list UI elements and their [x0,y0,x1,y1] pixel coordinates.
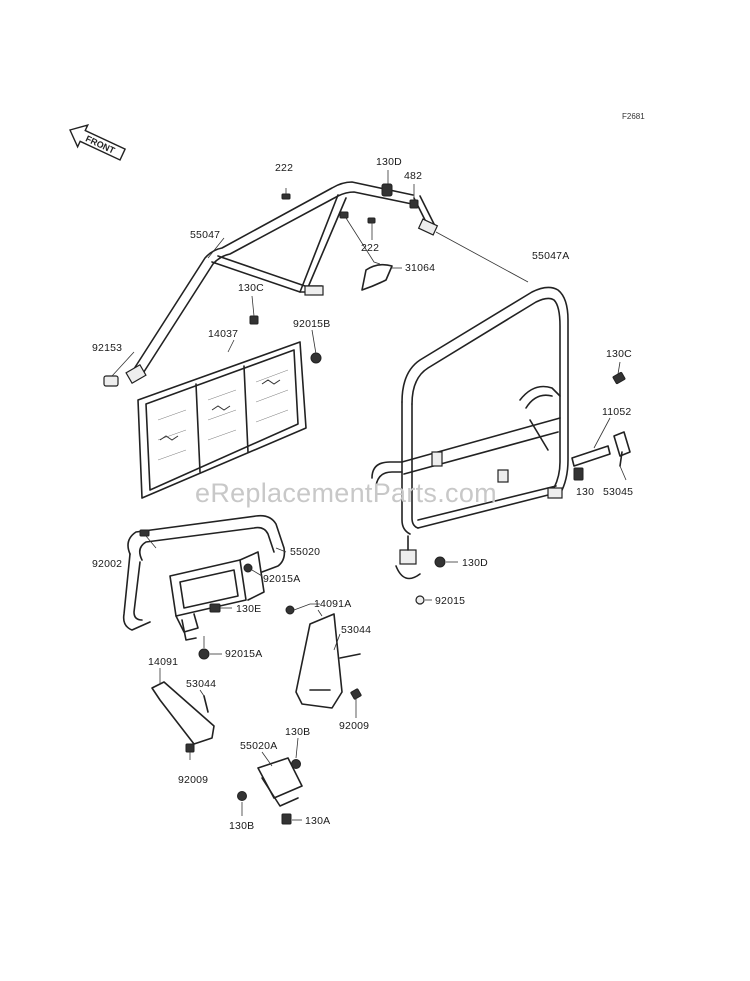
callout-130-right: 130 [576,486,595,498]
guard-plate-14091A [295,613,343,709]
callout-130E: 130E [236,603,262,615]
callout-130A: 130A [305,815,331,827]
callout-31064: 31064 [405,262,436,274]
nut-130E-side [285,605,295,615]
bracket-11052 [571,445,611,467]
callout-222-top: 222 [275,162,294,174]
callout-11052: 11052 [602,406,632,418]
bolt-130C-left [249,315,259,325]
callout-130B-upper: 130B [285,726,311,738]
callout-14037: 14037 [208,328,239,340]
bracket-55020A [257,757,303,807]
callout-92009-right: 92009 [339,720,370,732]
callout-53044-right: 53044 [341,624,372,636]
watermark: eReplacementParts.com [195,478,497,508]
callout-92015A-mid: 92015A [263,573,301,585]
callout-53045: 53045 [603,486,634,498]
bolt-92002 [139,529,150,537]
bumper-55020 [122,514,286,641]
bolt-53044-right [339,653,361,659]
callout-482: 482 [404,170,423,182]
callout-130C-right: 130C [606,348,632,360]
guard-plate-14091 [151,681,215,745]
washer-92015 [415,595,425,605]
callout-92015B: 92015B [293,318,331,330]
callout-92015: 92015 [435,595,466,607]
callout-130C-left: 130C [238,282,264,294]
roll-cage-55047A [371,286,569,580]
bolt-92153 [103,375,119,387]
bolt-53044-left [203,695,209,713]
diagram-id: F2681 [622,112,645,121]
callout-130D-mid: 130D [462,557,488,569]
callout-130B-lower: 130B [229,820,255,832]
fastener-222-top [281,193,291,200]
callout-55020A: 55020A [240,740,278,752]
fastener-130D-top [381,183,393,197]
callout-55047: 55047 [190,229,221,241]
strap-31064 [361,263,393,291]
latch-53045 [613,431,631,467]
bolt-130E [209,603,221,613]
callout-92009-left: 92009 [178,774,209,786]
bolt-130A [281,813,292,825]
nut-130B-lower [237,791,247,801]
bolt-130C-right [612,371,626,385]
screw-92009-left [185,743,195,753]
fastener-482 [409,199,419,209]
bolt-130-right [573,467,584,481]
roll-bar-55047 [125,181,439,385]
callout-92002: 92002 [92,558,123,570]
nut-130B-upper [291,759,301,769]
callout-14091A: 14091A [314,598,352,610]
callout-92015A-low: 92015A [225,648,263,660]
callout-92153: 92153 [92,342,123,354]
callout-14091: 14091 [148,656,179,668]
nut-92015A-mid [243,563,253,573]
screw-92009-right [350,688,362,700]
net-14037 [137,341,307,499]
callout-55020: 55020 [290,546,321,558]
callout-55047A: 55047A [532,250,570,262]
nut-130D-mid [434,556,446,568]
nut-92015B [310,352,322,364]
front-arrow-icon: FRONT [69,123,127,161]
callout-130D-top: 130D [376,156,402,168]
nut-92015A-low [198,648,210,660]
callout-222-mid: 222 [361,242,380,254]
fastener-222-mid [339,211,376,224]
callout-53044-left: 53044 [186,678,217,690]
